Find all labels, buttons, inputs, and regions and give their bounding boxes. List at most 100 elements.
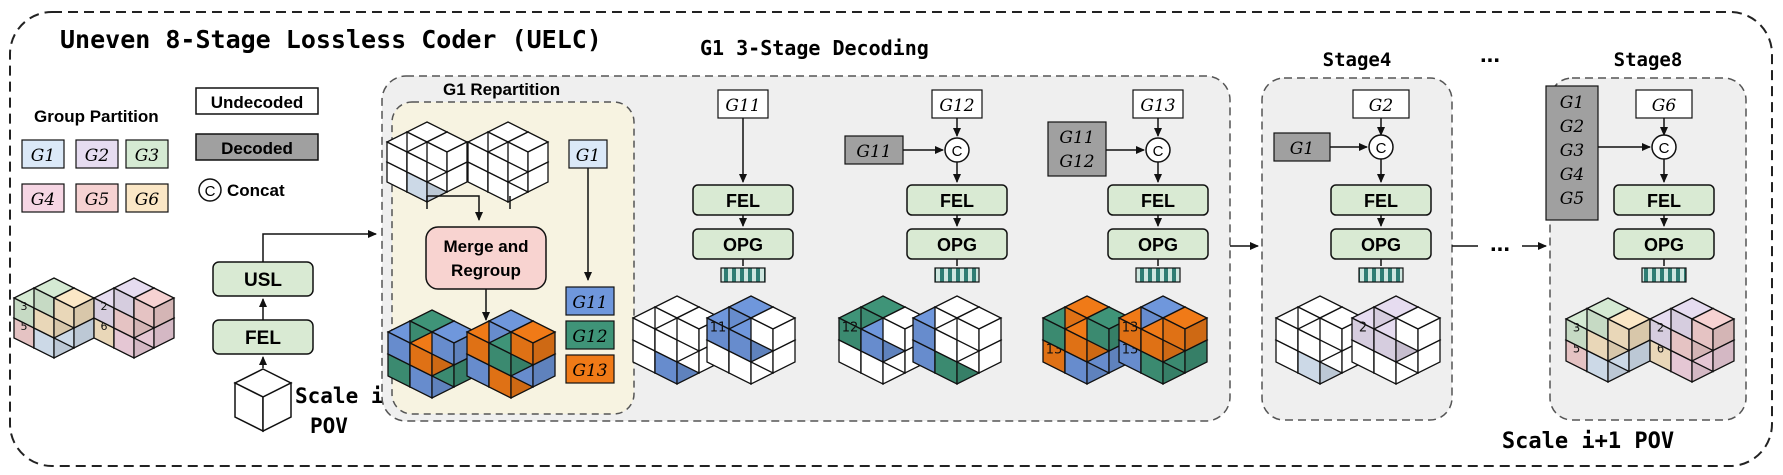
stage8-input-box: [1635, 89, 1693, 119]
output-block-left: 5136: [1564, 297, 1652, 384]
stage8-bitstream: [1641, 267, 1687, 283]
stage8-input: G6: [1652, 96, 1677, 116]
stage4-cubes: 12: [1274, 295, 1442, 386]
substage3-input-box: [1132, 89, 1184, 119]
substage-1: G11 FEL OPG 1111: [631, 89, 797, 386]
stage8-cubes: 51366425: [1564, 297, 1736, 384]
cube-label: 3: [1573, 320, 1580, 334]
substage3-cubes: 13131313: [1041, 295, 1209, 386]
diagram-title: Uneven 8-Stage Lossless Coder (UELC): [60, 25, 602, 54]
substage-3: G13 G11 G12 C FEL OPG 13131313: [1041, 89, 1209, 386]
top-ellipsis: ...: [1480, 41, 1500, 68]
encoder-fel-label: FEL: [245, 328, 281, 349]
stage4-concat-symbol: C: [1376, 140, 1387, 157]
cube-label: 13: [1122, 320, 1139, 335]
merge-line2: Regroup: [451, 261, 521, 280]
usl-label: USL: [244, 270, 282, 291]
cubes-s2-left: 12: [837, 295, 929, 386]
subgroup-label-2: G12: [572, 327, 607, 347]
substage2-fel-label: FEL: [940, 191, 974, 211]
subgroup-box-1: [565, 286, 615, 316]
stage8-side-item-5: G5: [1560, 189, 1584, 209]
substage1-input: G11: [725, 96, 760, 116]
scale-i-cube: [234, 368, 292, 432]
substage3-concat-symbol: C: [1153, 143, 1164, 160]
stage8-side-item-4: G4: [1560, 165, 1584, 185]
output-label: Scale i+1 POV: [1502, 429, 1674, 454]
outer-frame: [9, 11, 1773, 467]
stage4-input: G2: [1369, 96, 1393, 116]
substage2-input-box: [931, 89, 983, 119]
cube-label: 6: [1657, 341, 1664, 355]
stage4-bitstream: [1358, 267, 1404, 283]
stage4-input-box: [1352, 89, 1410, 119]
undecoded-swatch: [195, 87, 319, 115]
substage1-fel-label: FEL: [726, 191, 760, 211]
substage1-cubes: 1111: [631, 295, 797, 386]
substage3-side-1: G11: [1059, 128, 1094, 148]
substage1-bitstream: [720, 267, 766, 283]
cube-label: 12: [842, 320, 859, 335]
input-cube-pair: 51366425: [12, 277, 176, 360]
substage2-side: G11: [856, 142, 891, 162]
substage2-concat-symbol: C: [952, 143, 963, 160]
cubes-s1-right: 11: [705, 295, 797, 386]
repart-white-left: 1: [385, 121, 469, 204]
unit-cube: [1606, 307, 1652, 352]
legend-swatch-g4: [21, 183, 65, 213]
cube-label: 11: [710, 320, 727, 335]
unit-cube: [506, 131, 550, 174]
input-block-right: 6425: [92, 277, 176, 360]
unit-cube: [1690, 307, 1736, 352]
substage2-cubes: 12 12: [837, 295, 1003, 386]
cube-label: 5: [21, 320, 28, 333]
input-block-left: 5136: [12, 277, 96, 360]
repartition-colored-cubes: [386, 309, 557, 400]
cubes-s2-right: 12: [911, 295, 1003, 386]
repartition-g1-label: G1: [576, 146, 600, 166]
scale-i-pov-label: POV: [310, 414, 348, 438]
repart-colored-right: [465, 309, 557, 400]
substage2-input: G12: [939, 96, 974, 116]
unit-cube: [132, 287, 176, 330]
substage3-fel-label: FEL: [1141, 191, 1175, 211]
substage3-bitstream: [1135, 267, 1181, 283]
stage8-opg-label: OPG: [1644, 235, 1684, 255]
legend-label-g3: G3: [135, 146, 159, 166]
stage4-panel: Stage4 G2 G1 C FEL OPG 12: [1261, 49, 1453, 421]
subgroup-label-3: G13: [572, 361, 607, 381]
concat-label: Concat: [227, 181, 285, 200]
stage8-side-item-2: G2: [1560, 117, 1584, 137]
substage3-side-box: [1047, 121, 1107, 177]
mid-ellipsis: ...: [1490, 230, 1510, 257]
subgroup-box-2: [565, 320, 615, 350]
legend-label-g5: G5: [85, 190, 109, 210]
stage8-title: Stage8: [1614, 49, 1683, 71]
cubes-s4-right: 2: [1350, 295, 1442, 386]
legend-swatch-g2: [75, 139, 119, 169]
legend-swatch-g5: [75, 183, 119, 213]
repartition-title: G1 Repartition: [443, 80, 560, 99]
subgroup-label-1: G11: [572, 293, 607, 313]
stage4-fel-label: FEL: [1364, 191, 1398, 211]
legend-swatch-g3: [125, 139, 169, 169]
cube-label: 2: [1657, 320, 1664, 334]
unit-cube: [509, 320, 557, 367]
substage3-side-2: G12: [1059, 152, 1094, 172]
cube-label: 5: [1573, 341, 1580, 355]
legend-label-g1: G1: [31, 146, 55, 166]
substage1-opg-label: OPG: [723, 235, 763, 255]
repartition-panel: G1 Repartition 1 Merge and Regroup G1 G1…: [385, 80, 635, 415]
substage-2: G12 G11 C FEL OPG 1212: [837, 89, 1008, 386]
decoding-title: G1 3-Stage Decoding: [700, 36, 929, 60]
stage8-side-item-3: G3: [1560, 141, 1584, 161]
substage3-input: G13: [1140, 96, 1175, 116]
output-block-right: 6425: [1648, 297, 1736, 384]
legend-label-g4: G4: [31, 190, 55, 210]
undecoded-label: Undecoded: [211, 93, 304, 112]
substage1-input-box: [717, 89, 769, 119]
